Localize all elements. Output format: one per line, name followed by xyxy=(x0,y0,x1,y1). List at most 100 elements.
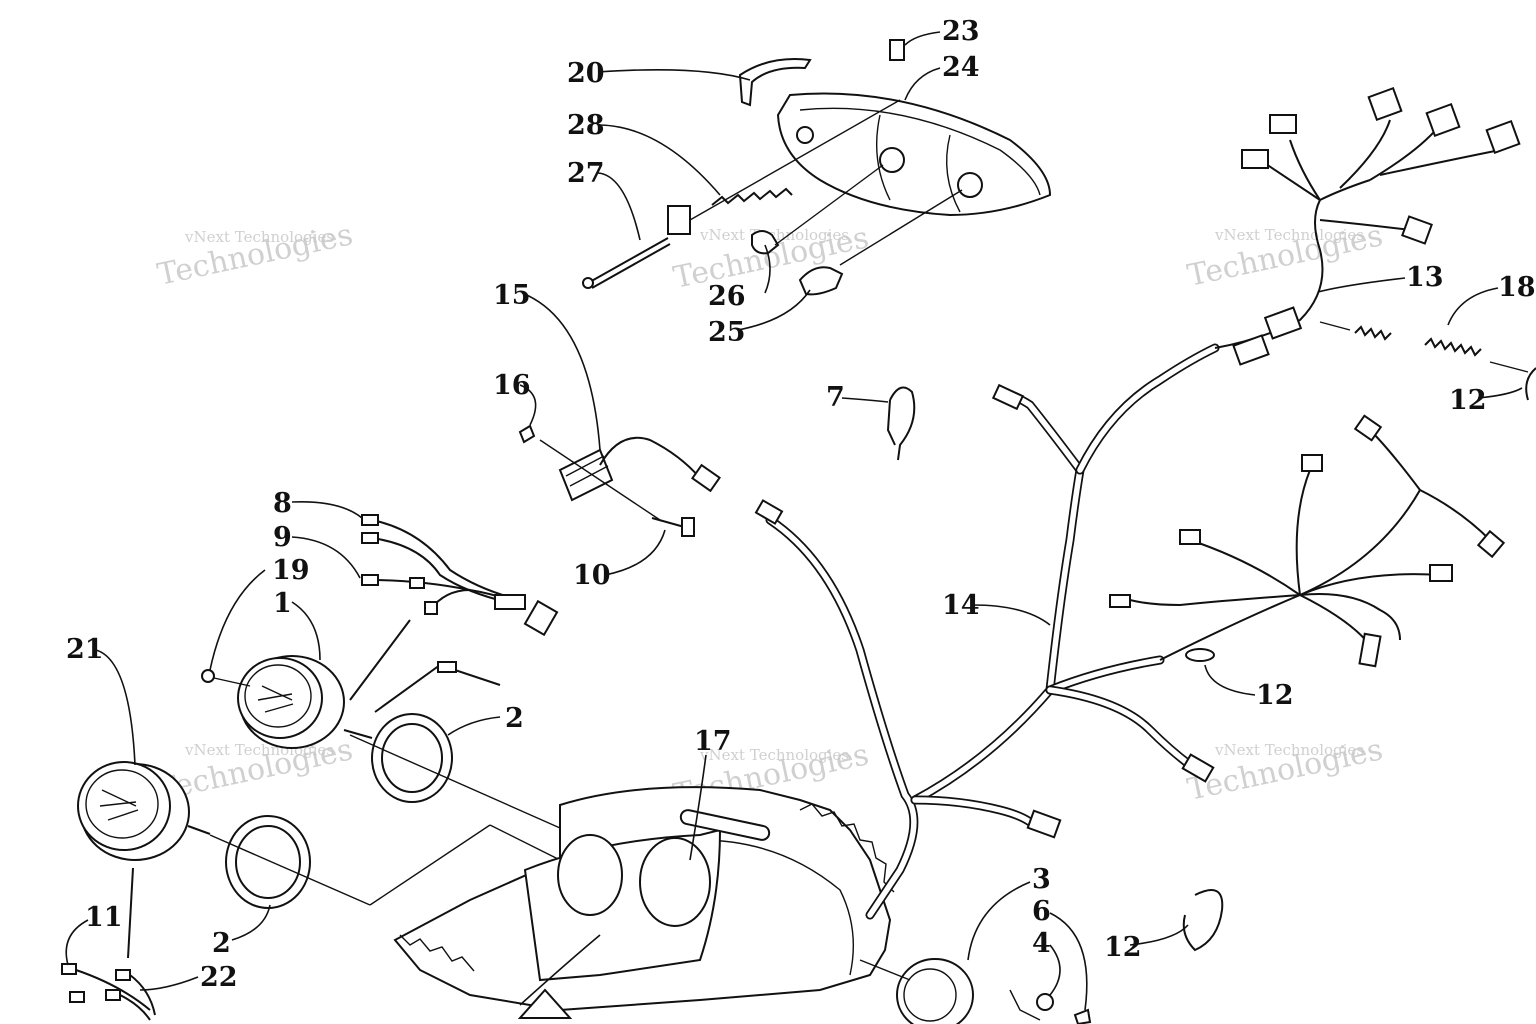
callout-12: 12 xyxy=(1256,680,1294,711)
wire xyxy=(1419,489,1491,541)
leader-line xyxy=(1204,664,1256,696)
wire xyxy=(1299,573,1441,596)
leader-line xyxy=(841,397,889,403)
callout-20: 20 xyxy=(567,58,605,89)
bulb-socket xyxy=(957,172,983,198)
leader-line xyxy=(521,292,601,451)
axis-line xyxy=(1009,989,1041,1021)
leader-line xyxy=(904,67,941,101)
leader-line xyxy=(604,529,666,576)
connector xyxy=(523,599,559,637)
axis-line xyxy=(1319,321,1351,331)
gauge-speedo xyxy=(77,761,211,959)
leader-line xyxy=(597,172,641,241)
connector xyxy=(1353,414,1383,442)
leader-line xyxy=(231,904,271,941)
spring xyxy=(1354,325,1392,341)
wire xyxy=(1369,124,1441,181)
indicator-slot xyxy=(679,809,771,841)
connector xyxy=(691,463,721,493)
wire xyxy=(1189,539,1301,596)
callout-7: 7 xyxy=(826,382,845,413)
callout-19: 19 xyxy=(272,555,310,586)
terminal xyxy=(69,991,85,1003)
nut xyxy=(518,424,536,444)
callout-28: 28 xyxy=(567,110,605,141)
axis-line xyxy=(1489,361,1529,373)
connector xyxy=(1179,529,1201,545)
pod-torn-edge xyxy=(799,803,895,893)
headlight-lens-line xyxy=(799,107,1041,196)
wire xyxy=(1159,429,1422,661)
screw-head xyxy=(582,277,594,289)
connector xyxy=(754,499,784,525)
adjuster-screw xyxy=(587,237,669,284)
connector xyxy=(1263,306,1303,340)
callout-15: 15 xyxy=(493,280,531,311)
terminal xyxy=(424,601,438,615)
resistor-lead xyxy=(599,436,701,479)
callout-17: 17 xyxy=(694,726,732,757)
wire xyxy=(349,619,501,713)
leader-line xyxy=(291,501,363,519)
instrument-pod xyxy=(393,786,895,1019)
wire xyxy=(1129,594,1301,607)
screw-axis-line xyxy=(689,99,901,221)
callout-2: 2 xyxy=(212,928,231,959)
headlight-lens-line xyxy=(946,134,961,213)
callout-12: 12 xyxy=(1104,932,1142,963)
wire xyxy=(1379,149,1501,176)
wire xyxy=(1214,179,1371,349)
terminal xyxy=(361,574,379,586)
bolt-axis-line xyxy=(539,439,661,521)
clip xyxy=(889,39,905,61)
callout-3: 3 xyxy=(1032,864,1051,895)
leader-line xyxy=(597,124,721,196)
leader-line xyxy=(1447,287,1499,326)
callout-labels: 23 24 20 28 27 26 25 15 16 10 8 9 19 1 2… xyxy=(66,16,1536,993)
watermark-text: vNext Technologies xyxy=(699,746,849,764)
leader-line xyxy=(291,601,321,661)
leader-line xyxy=(764,244,771,294)
callout-24: 24 xyxy=(942,52,980,83)
leader-line xyxy=(689,754,707,861)
leader-line xyxy=(65,919,89,966)
bulb xyxy=(201,669,215,683)
gauge-opening xyxy=(557,834,623,916)
callout-25: 25 xyxy=(708,317,746,348)
wire xyxy=(1339,119,1391,189)
switch-ring-inner xyxy=(903,968,957,1022)
wire xyxy=(1295,469,1311,596)
switch-ring xyxy=(896,958,974,1024)
callout-11: 11 xyxy=(85,902,123,933)
callout-21: 21 xyxy=(66,634,104,665)
gauge-stud xyxy=(187,825,211,835)
harness-branch-fill xyxy=(1047,687,1193,768)
leader-line xyxy=(139,976,199,991)
wire xyxy=(371,537,521,606)
bulb-axis-line xyxy=(774,164,884,246)
headlight-assembly xyxy=(582,39,1052,296)
resistor-block xyxy=(558,448,614,502)
trim-strip xyxy=(738,58,812,107)
leader-line xyxy=(519,384,537,426)
harness-branch-fill xyxy=(767,517,917,918)
wire xyxy=(127,867,134,959)
headlight-bulb xyxy=(798,266,844,296)
callout-4: 4 xyxy=(1032,928,1051,959)
headlight-bulb xyxy=(751,230,780,255)
gauge-face xyxy=(85,769,159,839)
leader-line xyxy=(519,934,601,1006)
right-harness-cluster xyxy=(1109,414,1506,668)
connector xyxy=(1358,632,1382,668)
spring xyxy=(1424,337,1482,357)
leader-line xyxy=(1049,944,1061,996)
gauge-ring-inner xyxy=(381,723,443,793)
callout-13: 13 xyxy=(1406,262,1444,293)
resistor-fin xyxy=(565,455,605,477)
leader-lines xyxy=(65,31,1523,1011)
washer xyxy=(1036,993,1054,1011)
callout-6: 6 xyxy=(1032,896,1051,927)
resistor-fin xyxy=(569,465,609,487)
